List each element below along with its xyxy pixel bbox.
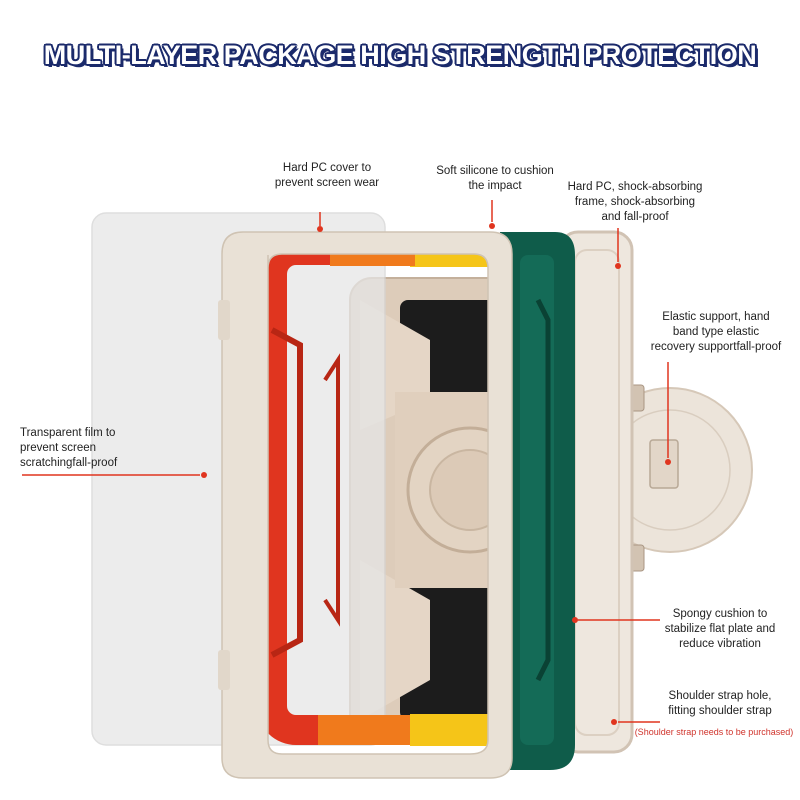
label-hard-pc-frame: Hard PC, shock-absorbing frame, shock-ab… [567,181,703,223]
callout-dot-silicone [489,223,495,229]
label-shoulder-strap: Shoulder strap hole, fitting shoulder st… [668,690,772,717]
callout-dot-spongy [572,617,578,623]
shoulder-strap-note: (Shoulder strap needs to be purchased) [634,727,794,737]
hard-pc-frame [218,231,513,779]
label-elastic-support: Elastic support, hand band type elastic … [650,311,782,353]
callout-dot-film [201,472,207,478]
label-hard-pc-cover: Hard PC cover to prevent screen wear [274,162,380,189]
callout-dot-cover [317,226,323,232]
label-transparent-film: Transparent film to prevent screen scrat… [20,427,118,469]
hand-strap-clip [649,439,679,489]
green-silicone-edge [500,232,575,770]
page-title: MULTI-LAYER PACKAGE HIGH STRENGTH PROTEC… [43,40,757,70]
callout-dot-strap [611,719,617,725]
back-shell [558,230,753,754]
label-soft-silicone: Soft silicone to cushion the impact [436,165,554,192]
callout-dot-frame [615,263,621,269]
callout-dot-support [665,459,671,465]
callouts [22,200,671,725]
label-spongy-cushion: Spongy cushion to stabilize flat plate a… [664,608,776,650]
